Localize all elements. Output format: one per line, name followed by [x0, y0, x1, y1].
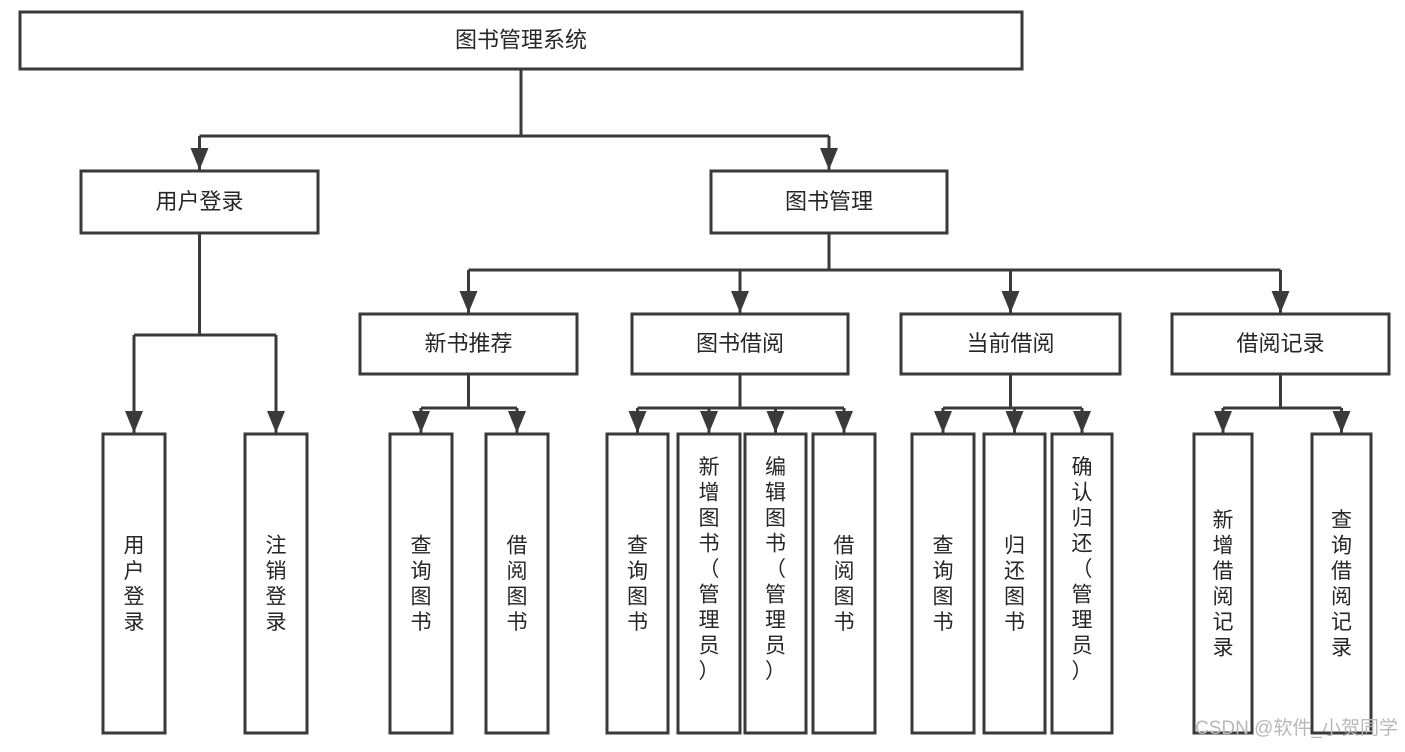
node-box-leaf-confirm-return-admin: [1050, 432, 1114, 735]
node-box-leaf-user-login: [101, 432, 167, 735]
node-label-leaf-confirm-return-admin: 确认归还（管理员）: [1072, 456, 1093, 683]
node-label-leaf-edit-book-admin: 编辑图书（管理员）: [765, 456, 786, 683]
node-label-leaf-borrow-book-recommend: 借阅图书: [507, 534, 528, 634]
node-box-root: [18, 10, 1024, 71]
node-label-leaf-add-borrow-record: 新增借阅记录: [1213, 509, 1234, 660]
node-box-leaf-query-book-current: [910, 432, 976, 735]
node-new-book-recommend[interactable]: 新书推荐: [358, 312, 579, 376]
node-box-leaf-return-book: [982, 432, 1047, 735]
node-label-new-book-recommend: 新书推荐: [424, 331, 512, 356]
node-leaf-user-login[interactable]: 用户登录: [101, 432, 167, 735]
node-borrow-record[interactable]: 借阅记录: [1170, 312, 1391, 376]
node-label-leaf-logout-login: 注销登录: [266, 534, 287, 634]
arrow-head-icon-bm-to-current-borrow: [1001, 291, 1020, 313]
arrow-head-icon-book-borrow-to-leaf-add-book-admin: [700, 411, 718, 433]
node-label-leaf-return-book: 归还图书: [1004, 534, 1025, 634]
arrow-head-icon-bm-to-book-borrow: [731, 291, 749, 313]
node-book-borrow[interactable]: 图书借阅: [630, 312, 850, 376]
node-user-login[interactable]: 用户登录: [79, 169, 320, 235]
arrow-head-icon-new-book-recommend-to-leaf-query-book-recommend: [412, 411, 430, 433]
node-label-leaf-add-book-admin: 新增图书（管理员）: [699, 456, 720, 683]
node-box-leaf-add-book-admin: [676, 432, 742, 735]
arrow-head-icon-new-book-recommend-to-leaf-borrow-book-recommend: [508, 411, 526, 433]
node-label-leaf-query-book-borrow: 查询图书: [627, 534, 648, 634]
node-box-leaf-query-book-borrow: [605, 432, 670, 735]
node-box-leaf-query-borrow-record: [1310, 432, 1373, 735]
node-label-leaf-user-login: 用户登录: [124, 534, 145, 634]
arrow-head-icon-user-login-to-leaf-user-login: [125, 411, 143, 433]
arrow-head-icon-root-to-book-management: [820, 148, 838, 170]
node-box-user-login: [79, 169, 320, 235]
node-box-leaf-edit-book-admin: [743, 432, 808, 735]
node-leaf-logout-login[interactable]: 注销登录: [243, 432, 309, 735]
arrow-head-icon-borrow-record-to-leaf-query-borrow-record: [1332, 411, 1351, 433]
arrow-head-icon-user-login-to-leaf-logout-login: [267, 411, 285, 433]
node-leaf-confirm-return-admin[interactable]: 确认归还（管理员）: [1050, 432, 1114, 735]
arrow-head-icon-borrow-record-to-leaf-add-borrow-record: [1214, 411, 1232, 433]
node-leaf-query-book-recommend[interactable]: 查询图书: [388, 432, 454, 735]
node-leaf-add-book-admin[interactable]: 新增图书（管理员）: [676, 432, 742, 735]
arrow-head-icon-book-borrow-to-leaf-query-book-borrow: [628, 411, 647, 433]
arrow-head-icon-bm-to-borrow-record: [1271, 291, 1290, 313]
node-box-new-book-recommend: [358, 312, 579, 376]
arrow-head-icon-book-borrow-to-leaf-borrow-book: [835, 411, 853, 433]
node-leaf-return-book[interactable]: 归还图书: [982, 432, 1047, 735]
node-box-leaf-logout-login: [243, 432, 309, 735]
node-current-borrow[interactable]: 当前借阅: [899, 312, 1122, 376]
node-label-leaf-query-book-current: 查询图书: [933, 534, 954, 634]
node-box-book-management: [709, 169, 949, 235]
node-label-root: 图书管理系统: [455, 27, 587, 52]
node-leaf-query-book-current[interactable]: 查询图书: [910, 432, 976, 735]
node-label-user-login: 用户登录: [155, 189, 243, 214]
csdn-watermark: CSDN @软件_小贺同学: [1195, 717, 1398, 739]
arrow-head-icon-book-borrow-to-leaf-edit-book-admin: [766, 411, 785, 433]
node-leaf-edit-book-admin[interactable]: 编辑图书（管理员）: [743, 432, 808, 735]
node-label-current-borrow: 当前借阅: [966, 331, 1054, 356]
node-box-book-borrow: [630, 312, 850, 376]
arrow-head-icon-bm-to-new-book-recommend: [459, 291, 478, 313]
node-box-leaf-borrow-book-recommend: [484, 432, 550, 735]
node-root[interactable]: 图书管理系统: [18, 10, 1024, 71]
node-box-borrow-record: [1170, 312, 1391, 376]
node-label-book-borrow: 图书借阅: [696, 331, 784, 356]
node-leaf-query-book-borrow[interactable]: 查询图书: [605, 432, 670, 735]
arrow-head-icon-current-borrow-to-leaf-confirm-return-admin: [1073, 411, 1091, 433]
node-leaf-borrow-book-recommend[interactable]: 借阅图书: [484, 432, 550, 735]
node-box-leaf-borrow-book: [811, 432, 877, 735]
arrow-head-icon-root-to-user-login: [190, 148, 209, 170]
connectors-layer: [125, 69, 1351, 433]
node-label-book-management: 图书管理: [785, 189, 873, 214]
arrow-head-icon-current-borrow-to-leaf-query-book-current: [934, 411, 952, 433]
node-label-leaf-query-book-recommend: 查询图书: [411, 534, 432, 634]
node-leaf-query-borrow-record[interactable]: 查询借阅记录: [1310, 432, 1373, 735]
node-leaf-add-borrow-record[interactable]: 新增借阅记录: [1192, 432, 1254, 735]
node-label-borrow-record: 借阅记录: [1236, 331, 1324, 356]
node-leaf-borrow-book[interactable]: 借阅图书: [811, 432, 877, 735]
node-book-management[interactable]: 图书管理: [709, 169, 949, 235]
node-box-leaf-add-borrow-record: [1192, 432, 1254, 735]
node-box-current-borrow: [899, 312, 1122, 376]
nodes-layer: 图书管理系统用户登录图书管理新书推荐图书借阅当前借阅借阅记录用户登录注销登录查询…: [18, 10, 1391, 735]
node-box-leaf-query-book-recommend: [388, 432, 454, 735]
node-label-leaf-query-borrow-record: 查询借阅记录: [1331, 509, 1352, 660]
node-label-leaf-borrow-book: 借阅图书: [834, 534, 855, 634]
arrow-head-icon-current-borrow-to-leaf-return-book: [1005, 411, 1024, 433]
